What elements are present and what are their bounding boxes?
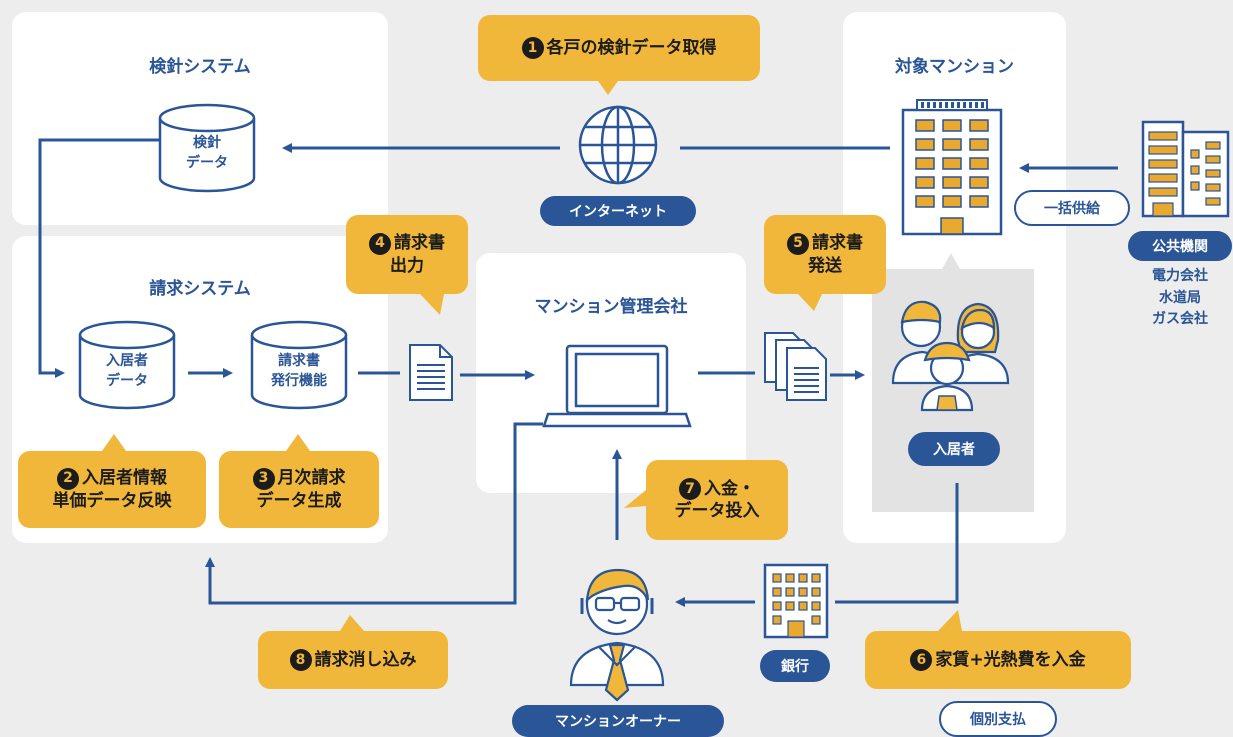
residents-pill: 入居者 [908,432,1000,466]
arrow-laptop-to-billing [205,422,543,605]
laptop-icon [542,344,692,428]
internet-pill: インターネット [540,196,696,226]
step-1-number: 1 [521,37,544,59]
invoice-stack-icon [764,332,827,401]
line-residents-to-bank [835,483,959,604]
arrow-meter-to-resident [38,138,160,378]
bank-pill: 銀行 [760,650,830,682]
owner-person-icon [569,568,665,702]
public-agencies-pill: 公共機関 [1128,231,1232,261]
internet-globe-icon [578,105,658,185]
owner-pill: マンションオーナー [512,705,724,737]
target-building-title: 対象マンション [895,57,1014,77]
utility-buildings-icon [1141,120,1230,218]
meter-data-label: 検針データ [186,135,228,171]
apartment-building-icon [901,99,1003,236]
individual-payment-pill: 個別支払 [939,701,1057,737]
cylinders [78,103,348,410]
management-company-title: マンション管理会社 [534,297,688,317]
residents-family-icon [891,300,1010,412]
resident-data-label: 入居者データ [106,353,148,389]
bank-building-icon [763,563,829,639]
bulk-supply-pill: 一括供給 [1014,190,1130,226]
meter-system-title: 検針システム [149,57,251,77]
utilities-list: 電力会社水道局ガス会社 [1152,268,1208,328]
invoice-document-icon [409,344,453,401]
billing-system-title: 請求システム [149,279,251,299]
invoice-issue-label: 請求書発行機能 [271,353,327,389]
